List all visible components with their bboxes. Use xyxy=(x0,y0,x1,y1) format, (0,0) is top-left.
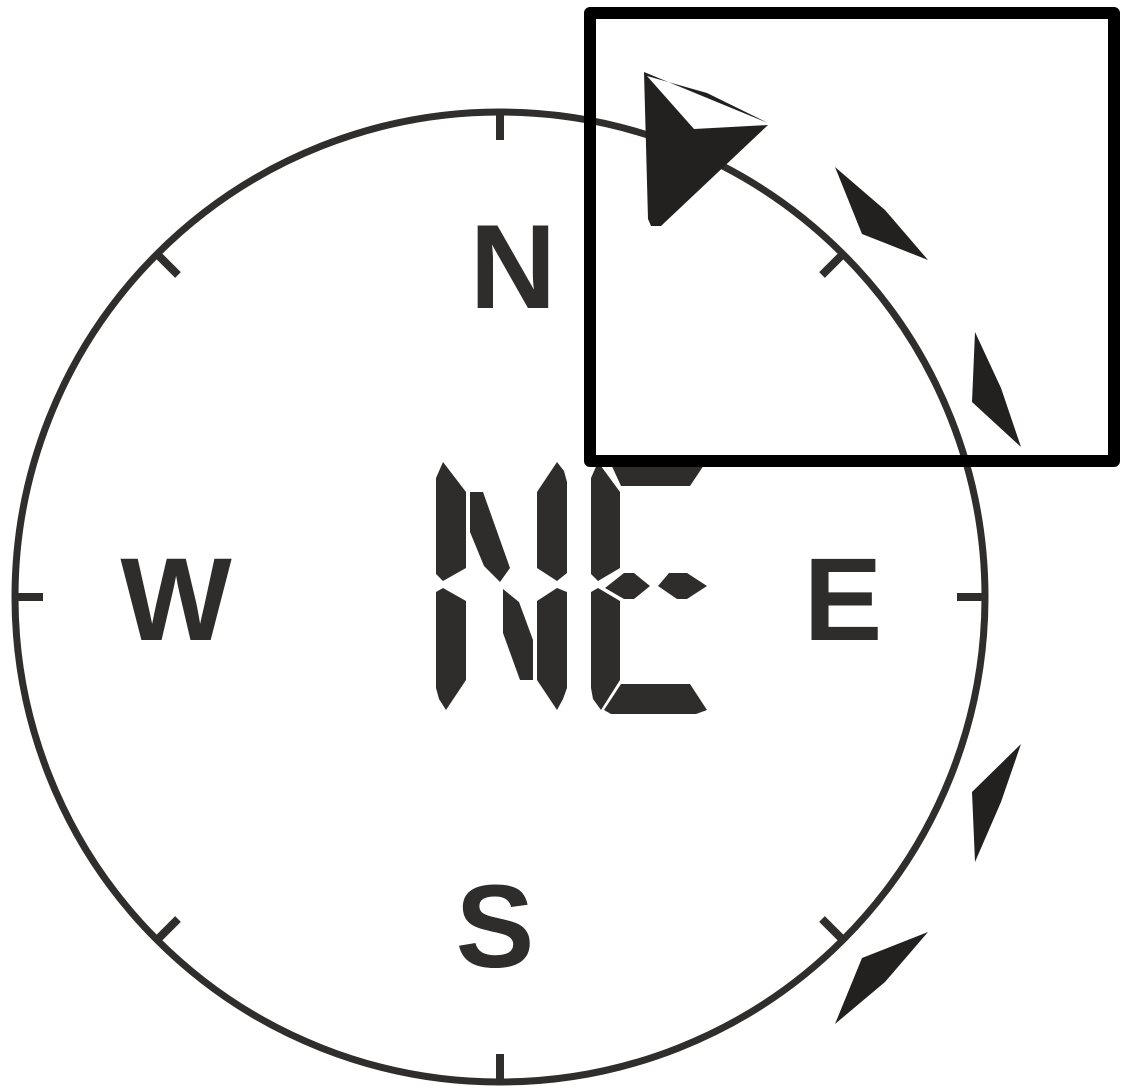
heading-display: NE xyxy=(436,462,707,714)
tick-southeast xyxy=(822,919,842,939)
west-label: W xyxy=(120,534,232,666)
marker-northeast-1 xyxy=(835,167,928,260)
arrow-icon xyxy=(644,72,768,226)
tick-southwest xyxy=(158,919,178,939)
marker-southeast-1 xyxy=(972,744,1021,862)
south-label: S xyxy=(456,861,535,993)
north-label: N xyxy=(470,200,557,334)
east-label: E xyxy=(804,534,883,666)
tick-northeast xyxy=(822,255,842,275)
heading-letter-e xyxy=(591,462,707,714)
marker-northeast-2 xyxy=(972,332,1021,447)
heading-letter-n xyxy=(436,462,567,710)
tick-northwest xyxy=(158,255,178,275)
marker-southeast-2 xyxy=(835,932,928,1024)
highlight-box xyxy=(590,13,1114,461)
